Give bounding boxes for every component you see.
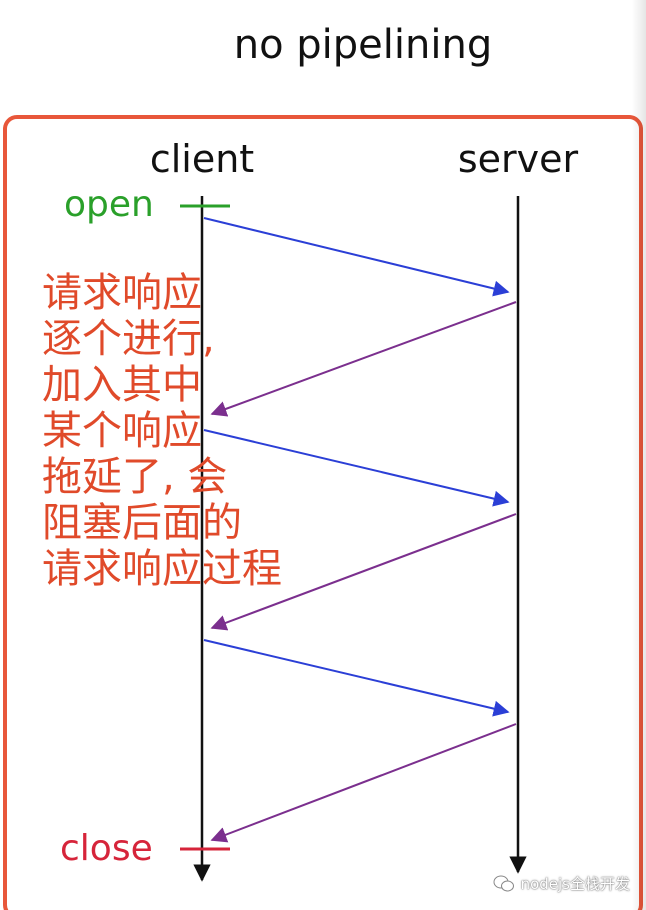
open-label: open: [64, 184, 154, 225]
client-label: client: [150, 137, 254, 181]
edge-shadow: [632, 0, 646, 910]
request-arrow-3: [203, 639, 510, 717]
request-arrow-2: [203, 429, 510, 507]
request-arrow-1: [203, 217, 510, 297]
highlight-frame: [3, 115, 643, 910]
annotation-line: 请求响应: [42, 270, 202, 316]
response-arrow-3: [210, 723, 517, 843]
annotation-line: 阻塞后面的: [42, 500, 242, 546]
annotation-line: 拖延了, 会: [42, 454, 228, 500]
server-label: server: [458, 137, 579, 181]
response-arrow-2: [210, 513, 517, 631]
annotation-text: 请求响应 逐个进行, 加入其中 某个响应 拖延了, 会 阻塞后面的 请求响应过程: [42, 270, 282, 592]
close-label: close: [60, 828, 153, 869]
watermark: nodejs全栈开发: [493, 873, 630, 894]
wechat-icon: [493, 875, 514, 891]
annotation-line: 逐个进行,: [42, 316, 215, 362]
annotation-line: 请求响应过程: [42, 546, 282, 592]
diagram-title: no pipelining: [233, 22, 493, 68]
watermark-text: nodejs全栈开发: [520, 875, 630, 893]
response-arrow-1: [210, 301, 517, 417]
annotation-line: 某个响应: [42, 408, 202, 454]
annotation-line: 加入其中: [42, 362, 202, 408]
